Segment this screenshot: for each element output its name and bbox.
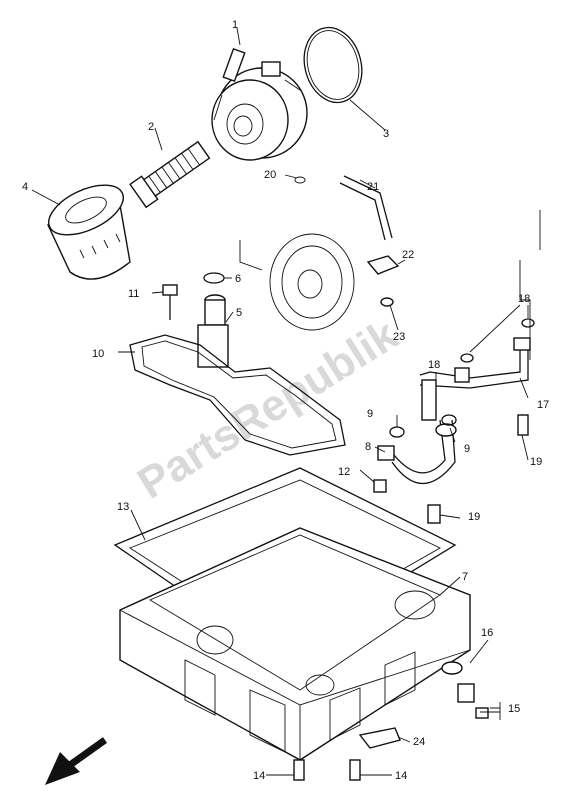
- bracket: [358, 727, 401, 749]
- callout-14a: 14: [253, 770, 265, 782]
- oil-strainer: [197, 294, 229, 368]
- callout-5: 5: [236, 307, 242, 319]
- plug: [373, 479, 387, 493]
- pipe-bolts: [427, 414, 529, 524]
- callout-16: 16: [481, 627, 493, 639]
- callout-labels: 1 2 3 4 5 6 7 8 9 9 10 11 12 13 14 14 15…: [22, 19, 549, 782]
- callout-19b: 19: [530, 456, 542, 468]
- delivery-pipe: [419, 337, 531, 421]
- bolt-11: [162, 284, 178, 320]
- engine-outline: [239, 210, 541, 360]
- callout-9a: 9: [367, 408, 373, 420]
- clip: [366, 255, 400, 275]
- callout-24: 24: [413, 736, 425, 748]
- gasket-plate: [129, 334, 346, 456]
- callout-10: 10: [92, 348, 104, 360]
- o-ring: [303, 26, 363, 104]
- oil-pipe-top: [294, 175, 393, 241]
- union-bolt: [129, 140, 211, 209]
- o-ring-9a: [389, 426, 405, 438]
- leader-lines: [31, 27, 529, 776]
- callout-7: 7: [462, 571, 468, 583]
- callout-17: 17: [537, 399, 549, 411]
- callout-13: 13: [117, 501, 129, 513]
- callout-18a: 18: [518, 293, 530, 305]
- o-ring-9b: [441, 414, 457, 426]
- callout-21: 21: [367, 181, 379, 193]
- oil-pan: [119, 527, 471, 761]
- oil-pipe-lower: [377, 419, 457, 485]
- callout-2: 2: [148, 121, 154, 133]
- callout-6: 6: [235, 273, 241, 285]
- callout-9b: 9: [464, 443, 470, 455]
- callout-22: 22: [402, 249, 414, 261]
- callout-11: 11: [128, 288, 139, 300]
- callout-14b: 14: [395, 770, 407, 782]
- callout-15: 15: [508, 703, 520, 715]
- o-ring-small: [203, 272, 225, 284]
- pan-bolts: [293, 759, 361, 781]
- o-ring-18a: [521, 318, 535, 328]
- oil-cooler: [211, 47, 308, 161]
- watermark-text: PartsRepublik: [129, 310, 406, 509]
- drain-gasket: [441, 661, 463, 675]
- callout-4: 4: [22, 181, 28, 193]
- callout-1: 1: [232, 19, 238, 31]
- callout-18b: 18: [428, 359, 440, 371]
- callout-8: 8: [365, 441, 371, 453]
- arrow-down-left-icon: [45, 737, 108, 785]
- drain-plug: [457, 683, 489, 719]
- callout-20: 20: [264, 169, 276, 181]
- oil-filter: [47, 184, 131, 280]
- o-ring-18b: [460, 353, 474, 363]
- callout-23: 23: [393, 331, 405, 343]
- callout-12: 12: [338, 466, 350, 478]
- callout-19a: 19: [468, 511, 480, 523]
- callout-3: 3: [383, 128, 389, 140]
- washer: [380, 297, 394, 307]
